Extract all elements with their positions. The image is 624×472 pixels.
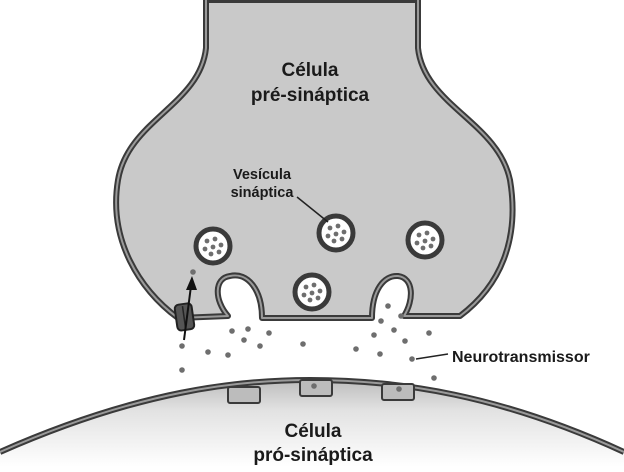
vesicle (319, 216, 353, 250)
postsynaptic-label-line1: Célula (284, 421, 341, 442)
vesicle-label-line2: sináptica (231, 185, 295, 201)
neurotransmitter-label: Neurotransmissor (452, 349, 590, 366)
neurotransmitter-leader-line (416, 354, 448, 359)
receptor (300, 380, 332, 396)
presynaptic-label-line1: Célula (281, 60, 338, 81)
presynaptic-label-line2: pré-sináptica (251, 85, 370, 106)
receptor (228, 387, 260, 403)
vesicle (196, 229, 230, 263)
presynaptic-cell (116, 0, 512, 318)
transporter-channel (174, 303, 194, 331)
vesicle-label-line1: Vesícula (233, 167, 292, 183)
vesicle (408, 223, 442, 257)
postsynaptic-label-line2: pró-sináptica (253, 445, 373, 466)
vesicle (295, 275, 329, 309)
